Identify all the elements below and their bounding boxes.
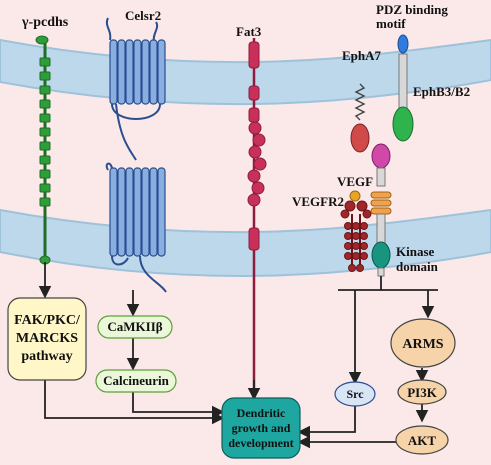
camkii-label: CaMKIIβ: [107, 319, 162, 334]
vegfr2-receptor: [340, 200, 372, 272]
calcineurin-box: Calcineurin: [95, 369, 177, 393]
pdz-line2: motif: [376, 16, 406, 31]
connectors: [38, 262, 438, 449]
akt-label: AKT: [408, 433, 437, 448]
fat3-receptor: [247, 38, 267, 412]
arms-box: ARMS: [390, 318, 456, 368]
kinase-line1: Kinase: [396, 244, 435, 259]
dendritic-line2: growth and: [232, 421, 291, 435]
fak-line3: pathway: [21, 349, 72, 364]
dendritic-line3: development: [228, 436, 293, 450]
vegf-ligand: [349, 190, 361, 202]
kinase-receptor: [370, 143, 392, 277]
fak-line1: FAK/PKC/: [14, 313, 81, 328]
src-label: Src: [346, 387, 364, 401]
camkii-box: CaMKIIβ: [97, 315, 173, 339]
dendritic-line1: Dendritic: [237, 406, 286, 420]
epha7-receptor: [350, 83, 370, 153]
ephb3b2-receptor: [392, 34, 414, 142]
arms-label: ARMS: [402, 337, 443, 352]
epha7-label: EphA7: [342, 48, 382, 63]
akt-box: AKT: [395, 425, 449, 455]
vegf-label: VEGF: [337, 174, 373, 189]
vegfr2-label: VEGFR2: [292, 194, 344, 209]
kinase-line2: domain: [396, 259, 439, 274]
gamma-pcdhs-receptor: [35, 35, 51, 265]
pi3k-label: PI3K: [407, 385, 438, 400]
fat3-label: Fat3: [236, 24, 262, 39]
gamma-pcdhs-label: γ-pcdhs: [21, 15, 69, 30]
calcineurin-label: Calcineurin: [103, 373, 169, 388]
fak-pkc-marcks-box: FAK/PKC/ MARCKS pathway: [7, 297, 87, 381]
pdz-line1: PDZ binding: [376, 2, 448, 17]
celsr2-receptor: [105, 17, 167, 293]
lower-membrane: [0, 208, 491, 277]
ephb3b2-label: EphB3/B2: [413, 84, 470, 99]
src-box: Src: [334, 381, 376, 407]
fak-line2: MARCKS: [16, 331, 78, 346]
pi3k-box: PI3K: [397, 379, 447, 405]
celsr2-label: Celsr2: [125, 8, 161, 23]
dendritic-growth-box: Dendritic growth and development: [221, 397, 301, 459]
